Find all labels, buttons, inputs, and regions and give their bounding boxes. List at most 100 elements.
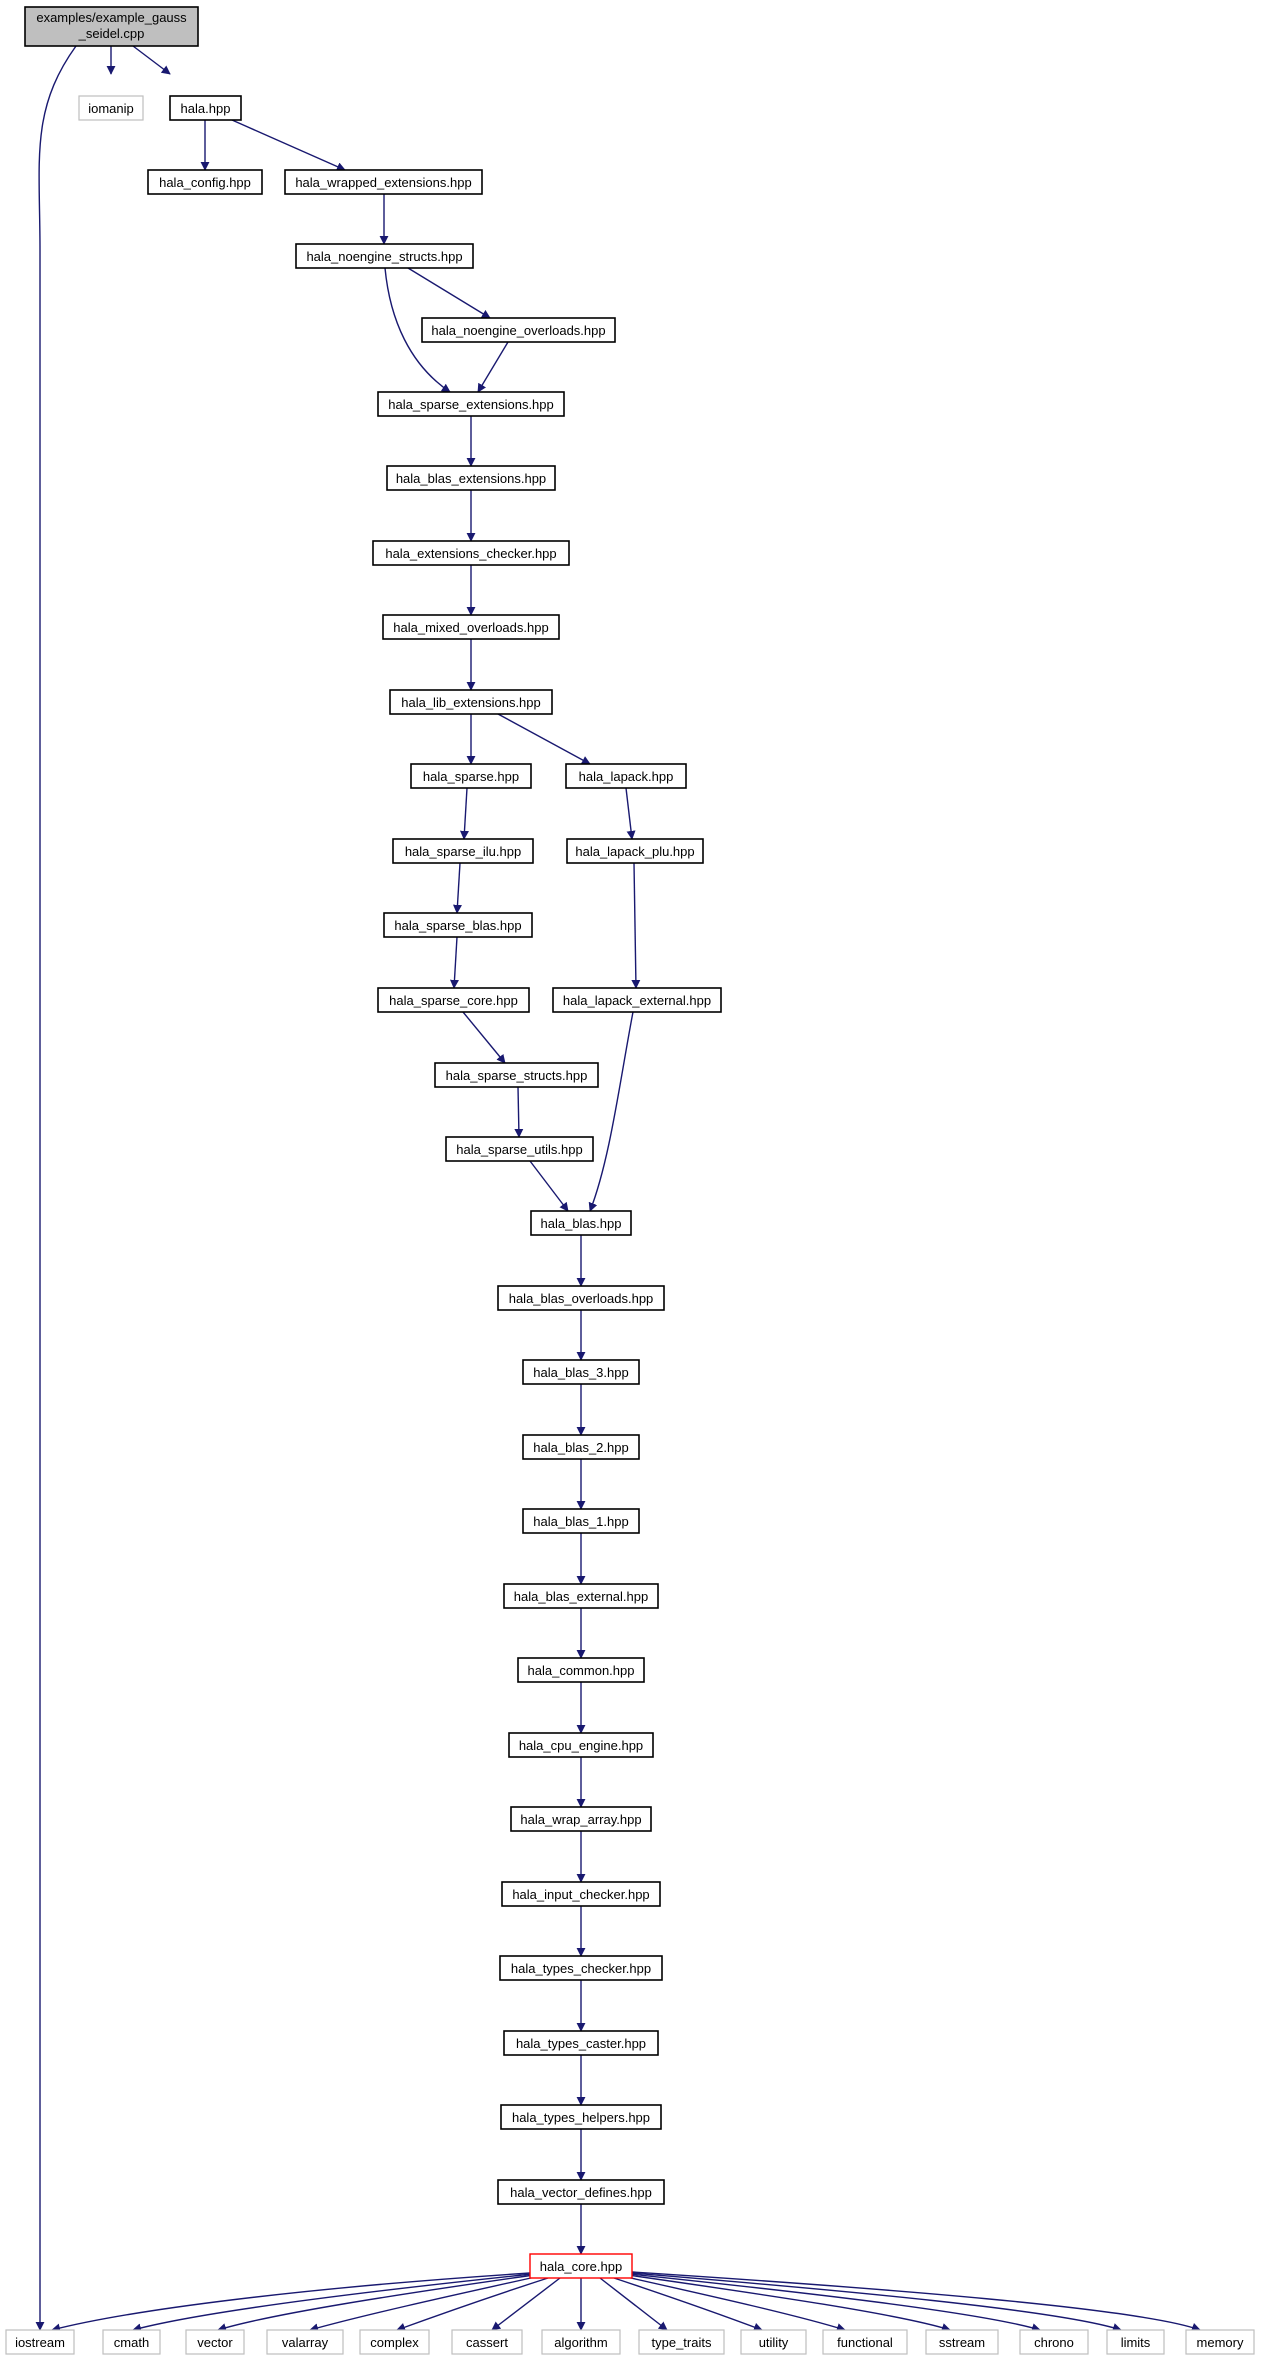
edge-core-utility [613, 2277, 763, 2332]
node-hala-blas-3[interactable]: hala_blas_3.hpp [522, 1359, 640, 1385]
node-hala-common-label: hala_common.hpp [528, 1663, 635, 1678]
node-hala-blas-overloads-label: hala_blas_overloads.hpp [509, 1291, 654, 1306]
node-hala[interactable]: hala.hpp [169, 95, 242, 121]
edge-core-memory [631, 2271, 1201, 2332]
node-hala-cpu-engine-label: hala_cpu_engine.hpp [519, 1738, 643, 1753]
node-complex-label: complex [370, 2335, 419, 2350]
edge-noengine-structs-overloads [407, 267, 491, 319]
node-hala-lib-extensions[interactable]: hala_lib_extensions.hpp [389, 689, 553, 715]
node-iostream-label: iostream [15, 2335, 65, 2350]
edge-sparse-blas-sparse-core [449, 936, 459, 989]
node-hala-noengine-overloads-label: hala_noengine_overloads.hpp [431, 323, 605, 338]
node-memory-label: memory [1197, 2335, 1244, 2350]
node-hala-blas-2[interactable]: hala_blas_2.hpp [522, 1434, 640, 1460]
node-hala-wrapped-extensions[interactable]: hala_wrapped_extensions.hpp [284, 169, 483, 195]
node-hala-blas-external[interactable]: hala_blas_external.hpp [503, 1583, 659, 1609]
node-functional[interactable]: functional [822, 2329, 908, 2355]
node-hala-input-checker-label: hala_input_checker.hpp [512, 1887, 649, 1902]
node-hala-mixed-overloads-label: hala_mixed_overloads.hpp [393, 620, 548, 635]
node-hala-config-label: hala_config.hpp [159, 175, 251, 190]
node-hala-common[interactable]: hala_common.hpp [517, 1657, 645, 1683]
node-utility[interactable]: utility [740, 2329, 807, 2355]
node-hala-blas-3-label: hala_blas_3.hpp [533, 1365, 628, 1380]
edge-core-sstream [627, 2274, 951, 2332]
node-hala-sparse[interactable]: hala_sparse.hpp [410, 763, 532, 789]
node-cmath-label: cmath [114, 2335, 149, 2350]
node-iostream[interactable]: iostream [5, 2329, 75, 2355]
node-hala-sparse-structs[interactable]: hala_sparse_structs.hpp [434, 1062, 599, 1088]
node-hala-noengine-overloads[interactable]: hala_noengine_overloads.hpp [421, 317, 616, 343]
node-hala-types-checker-label: hala_types_checker.hpp [511, 1961, 651, 1976]
node-hala-lapack[interactable]: hala_lapack.hpp [565, 763, 687, 789]
node-algorithm[interactable]: algorithm [541, 2329, 621, 2355]
node-memory[interactable]: memory [1185, 2329, 1255, 2355]
node-hala-sparse-ilu[interactable]: hala_sparse_ilu.hpp [392, 838, 534, 864]
node-hala-extensions-checker[interactable]: hala_extensions_checker.hpp [372, 540, 570, 566]
node-functional-label: functional [837, 2335, 893, 2350]
edge-noengine-overloads-sparse-extensions [477, 341, 509, 393]
node-cassert[interactable]: cassert [451, 2329, 523, 2355]
edge-root-iostream [35, 45, 77, 2331]
node-sstream[interactable]: sstream [925, 2329, 999, 2355]
edge-core-vector [217, 2274, 535, 2332]
node-hala-sparse-utils-label: hala_sparse_utils.hpp [456, 1142, 582, 1157]
node-hala-blas[interactable]: hala_blas.hpp [530, 1210, 632, 1236]
node-hala-blas-extensions[interactable]: hala_blas_extensions.hpp [386, 465, 556, 491]
node-hala-mixed-overloads[interactable]: hala_mixed_overloads.hpp [382, 614, 560, 640]
edges [35, 45, 1201, 2333]
node-root[interactable]: examples/example_gauss _seidel.cpp [24, 6, 199, 47]
node-hala-blas-2-label: hala_blas_2.hpp [533, 1440, 628, 1455]
node-hala-types-caster[interactable]: hala_types_caster.hpp [503, 2030, 659, 2056]
node-hala-sparse-utils[interactable]: hala_sparse_utils.hpp [445, 1136, 594, 1162]
node-hala-lapack-external[interactable]: hala_lapack_external.hpp [552, 987, 722, 1013]
node-hala-blas-1-label: hala_blas_1.hpp [533, 1514, 628, 1529]
node-hala-blas-overloads[interactable]: hala_blas_overloads.hpp [497, 1285, 665, 1311]
node-hala-vector-defines[interactable]: hala_vector_defines.hpp [497, 2179, 665, 2205]
node-hala-lapack-external-label: hala_lapack_external.hpp [563, 993, 711, 1008]
node-cmath[interactable]: cmath [102, 2329, 161, 2355]
node-hala-input-checker[interactable]: hala_input_checker.hpp [501, 1881, 661, 1907]
node-root-label-line1: examples/example_gauss [36, 10, 187, 25]
node-chrono[interactable]: chrono [1019, 2329, 1089, 2355]
node-type-traits[interactable]: type_traits [638, 2329, 725, 2355]
edge-core-type-traits [599, 2277, 668, 2331]
node-hala-config[interactable]: hala_config.hpp [147, 169, 263, 195]
node-valarray-label: valarray [282, 2335, 329, 2350]
node-hala-extensions-checker-label: hala_extensions_checker.hpp [385, 546, 556, 561]
node-hala-wrap-array[interactable]: hala_wrap_array.hpp [510, 1806, 652, 1832]
node-hala-core[interactable]: hala_core.hpp [529, 2253, 633, 2279]
node-hala-core-label: hala_core.hpp [540, 2259, 622, 2274]
node-hala-sparse-core[interactable]: hala_sparse_core.hpp [377, 987, 530, 1013]
node-hala-lapack-label: hala_lapack.hpp [579, 769, 674, 784]
node-hala-label: hala.hpp [181, 101, 231, 116]
node-complex[interactable]: complex [359, 2329, 430, 2355]
node-limits[interactable]: limits [1106, 2329, 1165, 2355]
node-iomanip[interactable]: iomanip [78, 95, 144, 121]
node-hala-cpu-engine[interactable]: hala_cpu_engine.hpp [508, 1732, 654, 1758]
edge-core-chrono [629, 2273, 1041, 2332]
edge-hala-wrapped-extensions [231, 119, 346, 171]
edge-core-valarray [309, 2275, 541, 2333]
node-hala-lapack-plu[interactable]: hala_lapack_plu.hpp [566, 838, 704, 864]
node-iomanip-label: iomanip [88, 101, 134, 116]
node-hala-sparse-blas[interactable]: hala_sparse_blas.hpp [383, 912, 533, 938]
node-utility-label: utility [759, 2335, 789, 2350]
node-valarray[interactable]: valarray [266, 2329, 344, 2355]
node-vector-label: vector [197, 2335, 233, 2350]
node-chrono-label: chrono [1034, 2335, 1074, 2350]
node-hala-types-helpers[interactable]: hala_types_helpers.hpp [500, 2104, 662, 2130]
node-hala-blas-1[interactable]: hala_blas_1.hpp [522, 1508, 640, 1534]
node-limits-label: limits [1121, 2335, 1151, 2350]
node-hala-types-checker[interactable]: hala_types_checker.hpp [499, 1955, 663, 1981]
node-hala-noengine-structs[interactable]: hala_noengine_structs.hpp [295, 243, 474, 269]
node-hala-lib-extensions-label: hala_lib_extensions.hpp [401, 695, 541, 710]
node-hala-blas-label: hala_blas.hpp [541, 1216, 622, 1231]
edge-lapack-plu-lapack-external [631, 862, 641, 989]
node-hala-sparse-blas-label: hala_sparse_blas.hpp [394, 918, 521, 933]
edge-core-iostream [51, 2272, 531, 2333]
node-vector[interactable]: vector [185, 2329, 245, 2355]
node-hala-wrap-array-label: hala_wrap_array.hpp [520, 1812, 641, 1827]
edge-sparse-core-sparse-structs [462, 1011, 506, 1064]
node-hala-blas-extensions-label: hala_blas_extensions.hpp [396, 471, 546, 486]
node-hala-sparse-extensions[interactable]: hala_sparse_extensions.hpp [377, 391, 565, 417]
